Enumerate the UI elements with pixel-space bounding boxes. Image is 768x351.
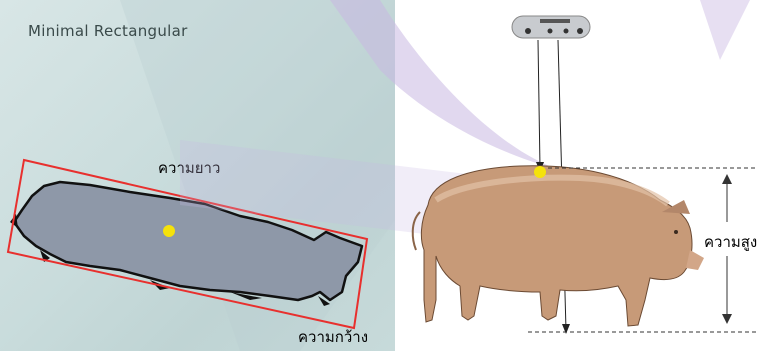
pig-side-image [413, 166, 704, 326]
centroid-point [163, 225, 175, 237]
camera-ray-floor [558, 40, 566, 330]
length-label: ความยาว [158, 156, 220, 180]
height-label: ความสูง [704, 230, 757, 254]
width-label: ความกว้าง [298, 325, 368, 349]
arrow-head [562, 324, 570, 334]
camera-ray-top [538, 40, 540, 168]
arrow-head [722, 314, 732, 324]
back-measure-point [534, 166, 546, 178]
depth-camera [512, 16, 590, 38]
arrow-head [536, 162, 544, 172]
arrow-head [722, 174, 732, 184]
watermark-shape [700, 0, 750, 60]
panel-title: Minimal Rectangular [28, 22, 188, 40]
top-view-depth-panel: Minimal Rectangular ความยาว ความกว้าง [0, 0, 395, 351]
